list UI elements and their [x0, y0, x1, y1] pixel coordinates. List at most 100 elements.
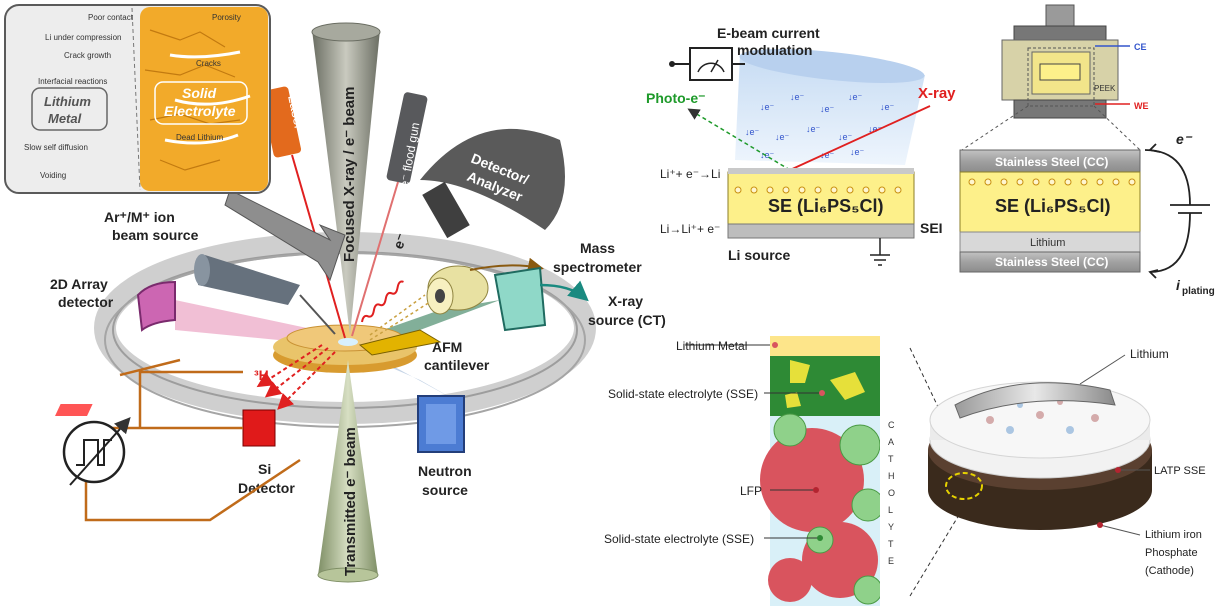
laser-label: Laser: [285, 93, 308, 131]
lithium-metal-label: Lithium Metal: [676, 339, 747, 353]
flood-gun: [386, 92, 428, 184]
focused-beam-cone: [312, 30, 380, 335]
neutron-label-1: Neutron: [418, 463, 472, 479]
inset-issue-4: Slow self diffusion: [24, 143, 88, 152]
cc-bottom-label: Stainless Steel (CC): [995, 255, 1108, 269]
xray-ct-source: [493, 266, 547, 332]
detector-analyzer: [420, 128, 565, 230]
ebeam-label-2: modulation: [737, 42, 812, 58]
xray-ct-label-2: source (CT): [588, 312, 666, 328]
press-screw: [1045, 4, 1075, 28]
lithium-layer-label: Lithium: [1030, 237, 1065, 249]
ion-beam-source: [198, 255, 300, 305]
sse-region: [770, 356, 880, 416]
we-label: WE: [1134, 101, 1149, 111]
svg-text:H: H: [888, 471, 895, 481]
ce-label: CE: [1134, 42, 1147, 52]
svg-text:↓e⁻: ↓e⁻: [850, 147, 865, 157]
ebeam-label-1: E-beam current: [717, 25, 820, 41]
ion-source-label-2: beam source: [112, 227, 199, 243]
inset-issue-2: Crack growth: [64, 51, 111, 60]
transmitted-label: Transmitted e⁻ beam: [342, 427, 359, 576]
svg-text:↓e⁻: ↓e⁻: [745, 127, 760, 137]
sse-top-label: Solid-state electrolyte (SSE): [608, 387, 758, 401]
inset-se-1: Solid: [182, 85, 217, 101]
reaction-bottom: Li→Li⁺+ e⁻: [660, 222, 720, 236]
svg-text:↓e⁻: ↓e⁻: [838, 132, 853, 142]
ion-source-label-1: Ar⁺/M⁺ ion: [104, 209, 175, 225]
array-detector-label-2: detector: [58, 294, 114, 310]
latp-label: LATP SSE: [1154, 465, 1206, 477]
current-label: i: [1176, 277, 1181, 293]
svg-text:↓e⁻: ↓e⁻: [868, 124, 883, 134]
transmitted-beam-cone: [318, 360, 378, 575]
characterization-setup: Laser Focused X-ray / e⁻ beam e⁻ flood g…: [50, 22, 666, 583]
neutron-label-2: source: [422, 482, 468, 498]
inset-issue-0: Poor contact: [88, 13, 134, 22]
svg-text:↓e⁻: ↓e⁻: [806, 124, 821, 134]
cathode-label-3: (Cathode): [1145, 565, 1194, 577]
lfp-particles: [760, 413, 885, 605]
photo-e-label: Photo-e⁻: [646, 90, 706, 106]
inset-issue-r0: Porosity: [212, 13, 241, 22]
svg-text:↓e⁻: ↓e⁻: [820, 104, 835, 114]
svg-text:↓e⁻: ↓e⁻: [760, 102, 775, 112]
mass-spec-label-2: spectrometer: [553, 259, 642, 275]
xray-ct-label-1: X-ray: [608, 293, 643, 309]
svg-text:Y: Y: [888, 522, 894, 532]
svg-text:O: O: [888, 488, 895, 498]
electron-arrows: ↓e⁻↓e⁻↓e⁻↓e⁻↓e⁻ ↓e⁻↓e⁻↓e⁻↓e⁻↓e⁻ ↓e⁻↓e⁻↓e…: [745, 92, 895, 160]
array-detector: [136, 280, 176, 332]
inset-issue-3: Interfacial reactions: [38, 77, 107, 86]
inset-callout-arrow: [224, 189, 346, 282]
cell-electron-label: e⁻: [1176, 131, 1193, 147]
svg-text:E: E: [888, 556, 894, 566]
xps-se-layer: [727, 171, 915, 225]
sse-bottom-label: Solid-state electrolyte (SSE): [604, 532, 754, 546]
catholyte-c: C: [888, 420, 895, 430]
xray-label: X-ray: [918, 85, 956, 102]
svg-text:↓e⁻: ↓e⁻: [848, 92, 863, 102]
inset-lithium-1: Lithium: [44, 94, 91, 109]
afm-label-2: cantilever: [424, 357, 490, 373]
focused-beam-label: Focused X-ray / e⁻ beam: [341, 87, 358, 262]
coin-lithium-label: Lithium: [1130, 347, 1169, 361]
ground-icon: [870, 238, 890, 266]
inset-issue-r1: Cracks: [196, 59, 221, 68]
inset-lithium-2: Metal: [48, 111, 82, 126]
inset-issue-1: Li under compression: [45, 33, 121, 42]
lithium-disk: [954, 382, 1116, 419]
svg-text:↓e⁻: ↓e⁻: [790, 92, 805, 102]
cc-top-label: Stainless Steel (CC): [995, 155, 1108, 169]
lfp-label: LFP: [740, 484, 762, 498]
inset-issue-5: Voiding: [40, 171, 66, 180]
ammeter-icon: [689, 47, 733, 81]
svg-text:↓e⁻: ↓e⁻: [820, 150, 835, 160]
signal-meter-icon: [62, 420, 126, 484]
svg-text:T: T: [888, 539, 894, 549]
svg-text:↓e⁻: ↓e⁻: [880, 102, 895, 112]
current-sub-label: plating: [1182, 286, 1215, 297]
svg-text:↓e⁻: ↓e⁻: [760, 150, 775, 160]
svg-text:T: T: [888, 454, 894, 464]
reaction-top: Li⁺+ e⁻→Li: [660, 167, 720, 181]
inset-se-2: Electrolyte: [164, 103, 236, 119]
electron-label: e⁻: [390, 231, 410, 251]
inset-issue-r2: Dead Lithium: [176, 133, 223, 142]
mass-spec-label-1: Mass: [580, 240, 615, 256]
cathode-label-2: Phosphate: [1145, 547, 1198, 559]
peek-label: PEEK: [1094, 84, 1116, 93]
svg-text:A: A: [888, 437, 894, 447]
li-source-label: Li source: [728, 247, 790, 263]
interface-inset: Lithium Metal Solid Electrolyte Poor con…: [4, 4, 271, 194]
sei-label: SEI: [920, 220, 943, 236]
svg-text:↓e⁻: ↓e⁻: [775, 132, 790, 142]
si-detector: [242, 409, 276, 447]
battery-panel: C A T H O L Y T E Lithium Metal Solid-st…: [604, 336, 1206, 606]
xps-se-label: SE (Li₆PS₅Cl): [768, 196, 883, 216]
si-detector-label-1: Si: [258, 461, 271, 477]
array-detector-label-1: 2D Array: [50, 276, 108, 292]
afm-cantilever: [358, 329, 442, 356]
cell-panel: CE WE PEEK Stainless Steel (CC) SE (Li₆P…: [959, 4, 1215, 297]
xps-panel: ↓e⁻↓e⁻↓e⁻↓e⁻↓e⁻ ↓e⁻↓e⁻↓e⁻↓e⁻↓e⁻ ↓e⁻↓e⁻↓e…: [646, 25, 956, 266]
